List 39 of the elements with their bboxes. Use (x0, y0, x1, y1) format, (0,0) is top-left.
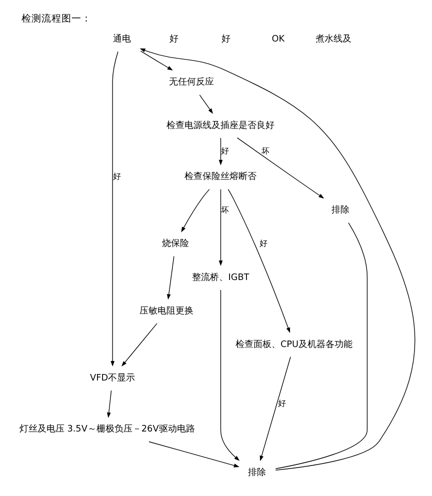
label: 好 (222, 34, 231, 45)
arrow (260, 356, 291, 462)
node-text: 烧保险 (162, 239, 190, 250)
node-text: 排除 (248, 468, 266, 478)
arrow (181, 188, 210, 232)
arrow (218, 188, 223, 266)
label: 煮水线及 (316, 34, 352, 45)
node-text: 整流桥、IGBT (192, 272, 250, 283)
connector (275, 222, 368, 470)
edge-label: 坏 (262, 145, 270, 156)
arrow (166, 256, 174, 300)
edge-label: 好 (113, 170, 122, 181)
arrow (228, 188, 290, 334)
label: 好 (170, 34, 179, 45)
label: OK (272, 34, 285, 45)
arrow (236, 138, 324, 199)
node-text: 灯丝及电压 3.5V～栅极负压－26V驱动电路 (19, 424, 195, 435)
diagram-title: 检测流程图一： (21, 14, 92, 25)
arrow (140, 48, 416, 471)
arrow (106, 390, 112, 418)
edge-label: 好 (260, 238, 268, 248)
edge-label: 好 (221, 145, 230, 156)
node-text: 检查保险丝熔断否 (184, 172, 257, 182)
node-text: 检查面板、CPU及机器各功能 (235, 340, 352, 350)
node-text: 排除 (332, 206, 350, 216)
arrow (140, 50, 173, 71)
arrow (199, 94, 214, 114)
node-text: VFD不显示 (90, 373, 136, 384)
edge-label: 好 (278, 398, 286, 408)
arrow (122, 323, 158, 367)
node-text: 通电 (113, 34, 132, 45)
node-text: 无任何反应 (168, 78, 214, 88)
edge-label: 坏 (221, 204, 230, 214)
arrow (148, 441, 240, 468)
node-text: 检查电源线及插座是否良好 (166, 120, 275, 131)
node-text: 压敏电阻更换 (140, 306, 194, 316)
arrow (110, 51, 118, 367)
arrow (218, 138, 223, 166)
arrow (220, 290, 240, 461)
